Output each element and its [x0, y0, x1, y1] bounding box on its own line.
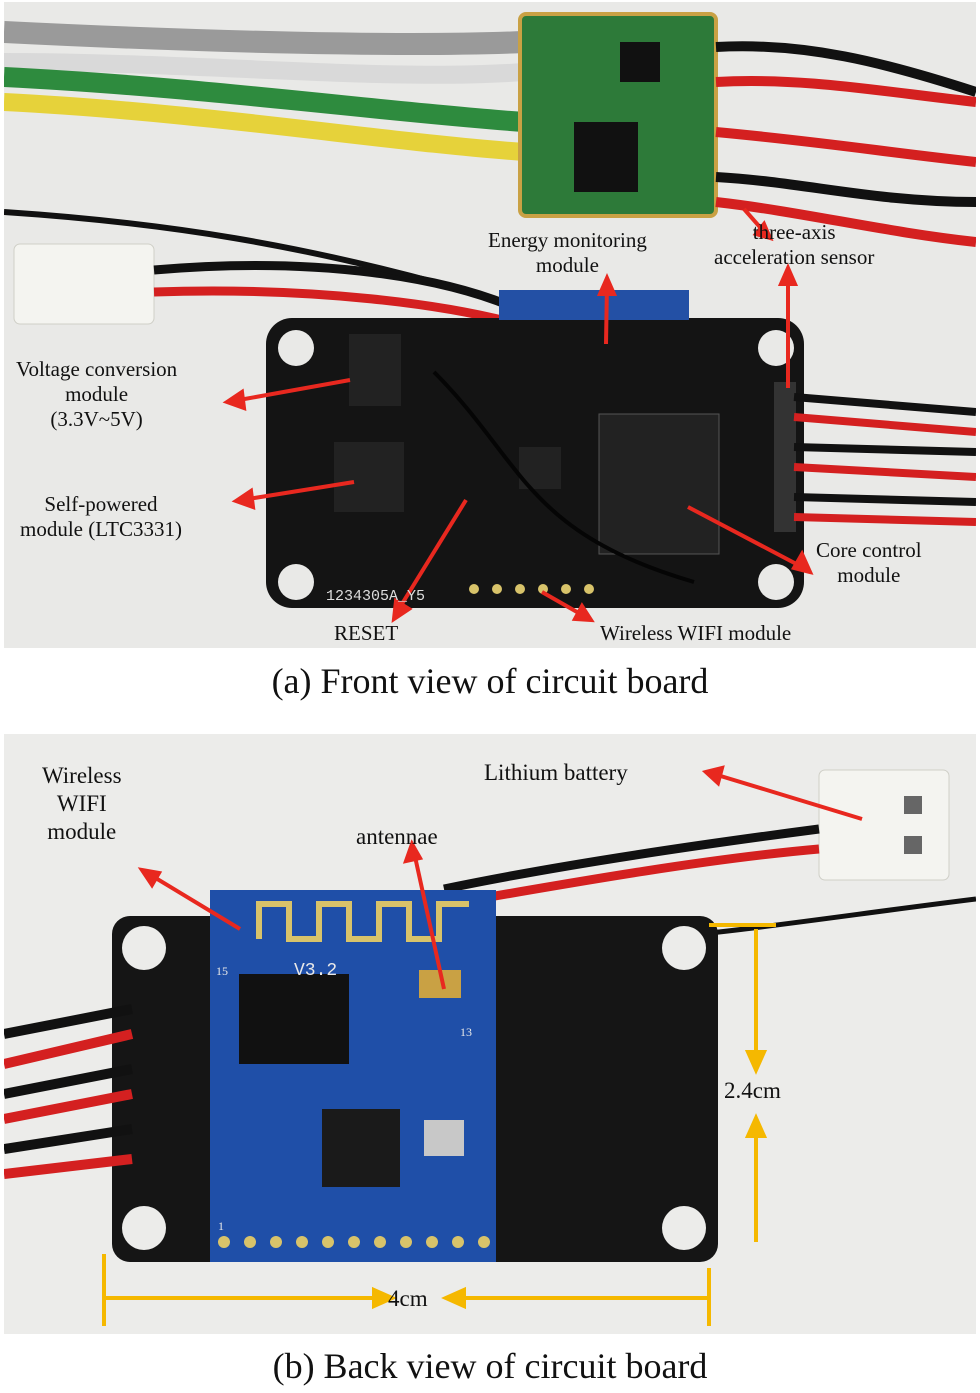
wireless-wifi-label-back: Wireless WIFI module [42, 763, 122, 844]
pin-13-label: 13 [460, 1025, 472, 1039]
caption-front-view: (a) Front view of circuit board [271, 661, 709, 701]
lithium-battery-label: Lithium battery [484, 760, 628, 785]
self-powered-label: Self-powered module (LTC3331) [20, 492, 182, 541]
antennae-label: antennae [356, 824, 438, 849]
back-view-photo: Wireless WIFI module Lithium battery ant… [4, 734, 976, 1334]
front-view-photo: Energy monitoring module three-axis acce… [4, 2, 976, 648]
back-view-illustration [4, 765, 976, 1326]
board-silkscreen: 1234305A_Y5 [326, 588, 426, 605]
wireless-wifi-label-front: Wireless WIFI module [600, 621, 792, 645]
module-silkscreen: V3.2 [294, 961, 338, 981]
pin-15-label: 15 [216, 964, 228, 978]
wifi-module-board [210, 890, 496, 1262]
lithium-battery-connector [818, 769, 950, 881]
core-control-label: Core control module [816, 538, 922, 587]
acceleration-sensor-board [518, 12, 718, 218]
height-dimension-label: 2.4cm [724, 1078, 781, 1103]
pin-1-label: 1 [218, 1219, 224, 1233]
width-dimension-label: 4cm [388, 1286, 428, 1311]
battery-connector [13, 243, 155, 325]
voltage-conversion-label: Voltage conversion module (3.3V~5V) [16, 357, 178, 431]
three-axis-label: three-axis acceleration sensor [714, 220, 875, 269]
energy-monitoring-label: Energy monitoring module [488, 228, 647, 277]
reset-label: RESET [334, 621, 399, 645]
front-view-illustration [4, 12, 976, 624]
caption-back-view: (b) Back view of circuit board [272, 1346, 708, 1386]
